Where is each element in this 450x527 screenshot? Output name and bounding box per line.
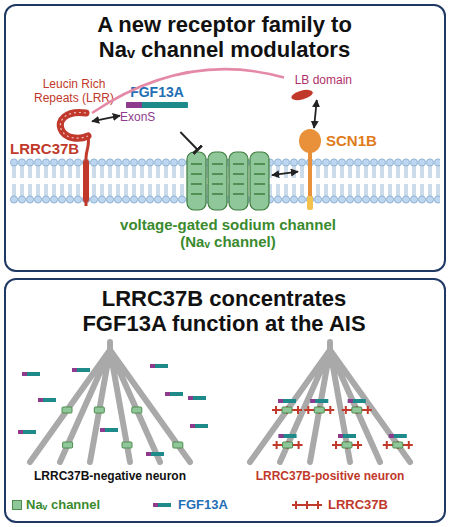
path-shape [60, 112, 88, 138]
use-shape [342, 442, 352, 448]
legend-item: FGF13A [150, 497, 228, 512]
use-shape [283, 442, 293, 448]
use-shape [62, 407, 72, 413]
use-shape [30, 342, 190, 462]
use-shape [383, 441, 413, 449]
rect-shape [126, 102, 188, 108]
protein-label: FGF13A [120, 84, 194, 100]
connector [314, 100, 317, 128]
use-shape [153, 503, 171, 507]
use-shape [63, 442, 73, 448]
use-shape [314, 407, 324, 413]
lrr-domain: Leucin Rich Repeats (LRR) [56, 108, 92, 142]
svg-shape [150, 500, 174, 510]
transmembrane-segment [83, 160, 89, 202]
legend-symbol [290, 499, 324, 511]
domain-label: Leucin Rich Repeats (LRR) [29, 78, 119, 106]
protein-label: SCN1B [326, 132, 377, 149]
path-shape [191, 164, 265, 194]
rect-shape [250, 152, 269, 210]
connector [92, 116, 120, 122]
node-shape [56, 108, 92, 142]
channel-label: voltage-gated sodium channel (Naᵥ channe… [108, 216, 348, 251]
sodium-channel: voltage-gated sodium channel (Naᵥ channe… [184, 150, 272, 212]
use-shape [272, 406, 302, 414]
panel-heading: A new receptor family to Naᵥ channel mod… [87, 12, 362, 63]
rect-shape [187, 152, 206, 210]
connector [180, 132, 198, 150]
neuron-label: LRRC37B-positive neuron [230, 470, 430, 484]
rect-shape [208, 152, 227, 210]
use-shape [150, 364, 168, 368]
exon-label: ExonS [120, 111, 155, 125]
svg-shape [290, 499, 324, 511]
lb-domain: LB domain [284, 74, 352, 100]
use-shape [188, 396, 206, 400]
node-shape [184, 150, 272, 212]
ellipse-shape [299, 129, 321, 153]
use-shape [310, 399, 328, 403]
use-shape [173, 442, 183, 448]
use-shape [389, 434, 407, 438]
legend-swatch [12, 500, 22, 510]
neuron-label: LRRC37B-negative neuron [10, 470, 210, 484]
use-shape [342, 406, 372, 414]
neuron-negative [18, 342, 208, 462]
use-shape [190, 424, 208, 428]
panel-box: LRRC37B concentrates FGF13A function at … [4, 278, 446, 523]
use-shape [94, 407, 104, 413]
rect-shape [307, 196, 313, 210]
legend-symbol [150, 500, 174, 510]
ellipse-shape [290, 88, 314, 102]
use-shape [72, 368, 90, 372]
use-shape [132, 407, 142, 413]
legend-text: LRRC37B [328, 497, 388, 512]
fgf13a-protein: FGF13A ExonS [120, 84, 194, 132]
connector [92, 69, 284, 113]
protein-label: LRRC37B [10, 140, 79, 157]
use-shape [332, 441, 362, 449]
node-shape [298, 128, 322, 212]
use-shape [273, 441, 303, 449]
use-shape [165, 392, 183, 396]
legend-text: FGF13A [178, 497, 228, 512]
legend-item: Naᵥ channel [12, 497, 100, 512]
use-shape [304, 406, 334, 414]
use-shape [100, 428, 118, 432]
use-shape [352, 407, 362, 413]
legend-text: Naᵥ channel [26, 497, 100, 512]
use-shape [38, 398, 56, 402]
use-shape [279, 434, 297, 438]
use-shape [393, 442, 403, 448]
use-shape [292, 501, 322, 509]
use-shape [122, 442, 132, 448]
legend-item: LRRC37B [290, 497, 388, 512]
scn1b-subunit: SCN1B [298, 128, 322, 212]
use-shape [348, 399, 366, 403]
use-shape [282, 407, 292, 413]
domain-label: LB domain [284, 74, 352, 88]
rect-shape [229, 152, 248, 210]
rect-shape [126, 102, 142, 108]
neuron-positive [250, 342, 413, 462]
connector [272, 172, 298, 175]
use-shape [18, 430, 36, 434]
panel-box: A new receptor family to Naᵥ channel mod… [4, 4, 446, 272]
use-shape [146, 452, 164, 456]
path-shape [60, 112, 88, 138]
use-shape [338, 434, 356, 438]
use-shape [278, 399, 296, 403]
panel-heading: LRRC37B concentrates FGF13A function at … [74, 286, 374, 337]
use-shape [22, 372, 40, 376]
